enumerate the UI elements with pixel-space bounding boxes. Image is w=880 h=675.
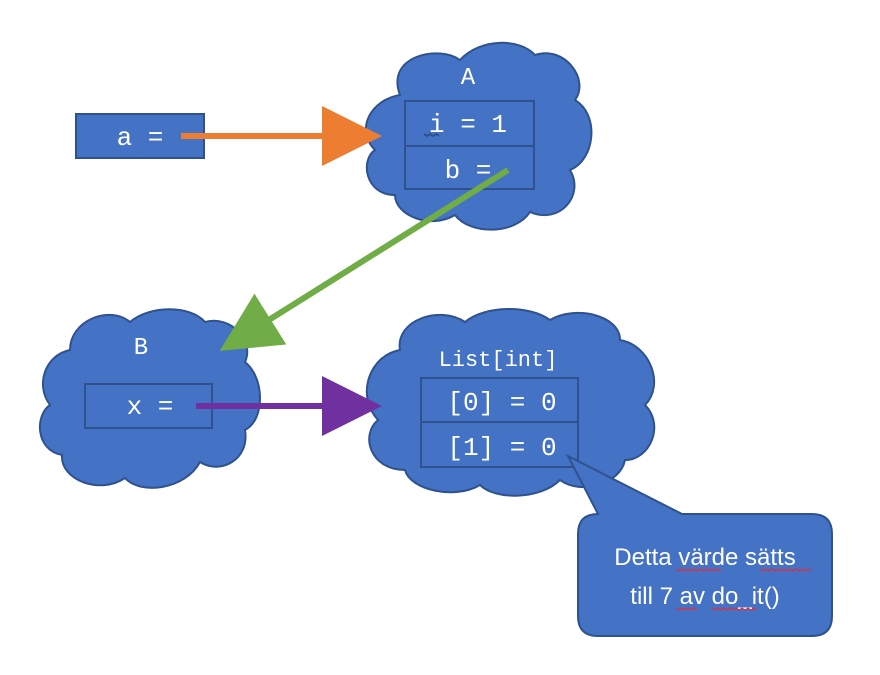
spellcheck-underline — [759, 568, 812, 572]
callout-line-2: till 7 av do_it() — [630, 583, 779, 610]
object-A-field-i-label: i = 1 — [429, 110, 507, 140]
object-B-cloud: B x = — [38, 308, 261, 489]
object-A-title: A — [461, 65, 476, 92]
list-item-1-label: [1] = 0 — [447, 433, 556, 463]
spellcheck-underline — [423, 132, 440, 138]
spellcheck-underline — [711, 607, 758, 611]
object-B-field-x-label: x = — [127, 392, 174, 422]
object-B-title: B — [134, 335, 148, 362]
spellcheck-underline — [675, 568, 722, 572]
object-A-field-b — [404, 145, 535, 190]
object-A-cloud: A i = 1 b = — [364, 41, 593, 231]
list-item-0-label: [0] = 0 — [447, 388, 556, 418]
spellcheck-underline — [675, 607, 698, 611]
list-item-1 — [420, 421, 579, 468]
list-int-cloud: List[int] [0] = 0 [1] = 0 — [365, 308, 656, 497]
variable-a-label: a = — [117, 123, 164, 153]
arrow-b-to-B — [219, 167, 510, 351]
callout-line-1: Detta värde sätts — [614, 544, 795, 571]
callout-note: Detta värde sätts till 7 av do_it() — [565, 453, 833, 637]
list-int-title: List[int] — [439, 348, 558, 373]
object-A-field-b-label: b = — [445, 156, 492, 186]
